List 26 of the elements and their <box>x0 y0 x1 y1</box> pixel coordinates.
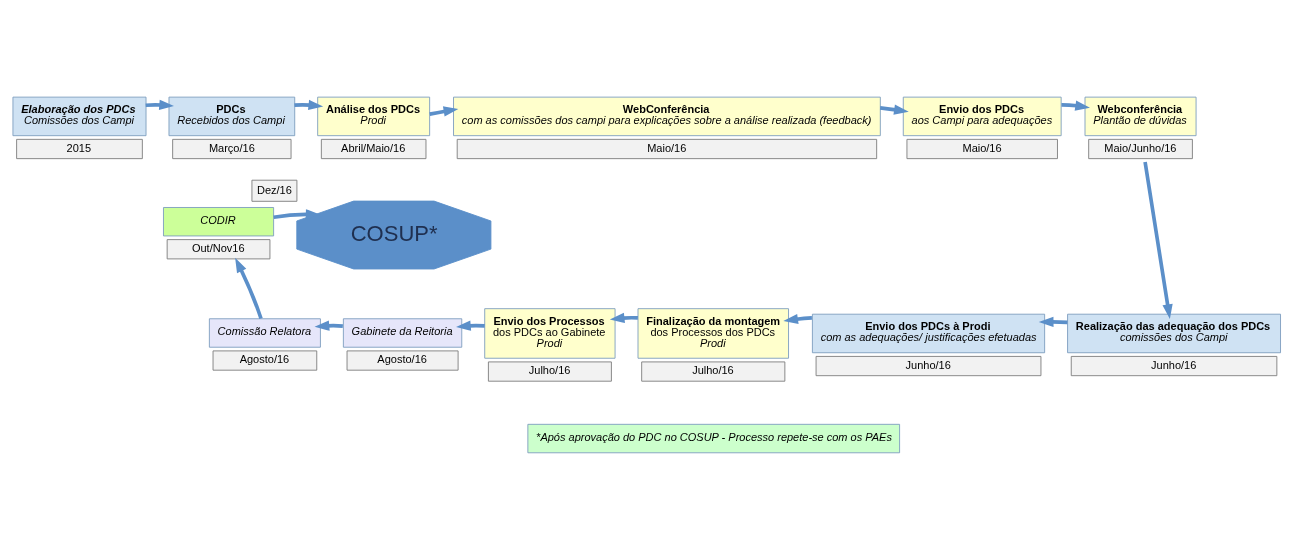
node-label: Junho/16 <box>905 358 951 371</box>
arrow <box>1038 316 1068 328</box>
node-label: Julho/16 <box>692 364 734 377</box>
arrow <box>1061 100 1090 111</box>
arrow <box>145 99 174 110</box>
node-label: Junho/16 <box>1151 358 1197 371</box>
node-label: Abril/Maio/16 <box>341 141 406 154</box>
arrow <box>783 313 812 325</box>
node-label: Out/Nov16 <box>191 242 245 255</box>
node-label: Maio/Junho/16 <box>1104 141 1177 154</box>
arrow <box>314 320 343 331</box>
arrow <box>456 320 485 331</box>
arrow <box>273 209 321 220</box>
node-label: Agosto/16 <box>239 353 290 366</box>
node-label: Agosto/16 <box>377 353 427 366</box>
node-label: Dez/16 <box>256 184 292 197</box>
arrow <box>235 257 263 320</box>
arrow <box>1143 161 1173 319</box>
arrow <box>294 99 324 111</box>
node-label: 2015 <box>66 141 92 154</box>
node-label: Março/16 <box>208 141 255 154</box>
arrow <box>429 106 459 117</box>
node-label: Maio/16 <box>647 141 687 154</box>
arrow <box>609 312 638 324</box>
node-label: Maio/16 <box>962 141 1002 154</box>
node-label: Julho/16 <box>528 364 571 377</box>
